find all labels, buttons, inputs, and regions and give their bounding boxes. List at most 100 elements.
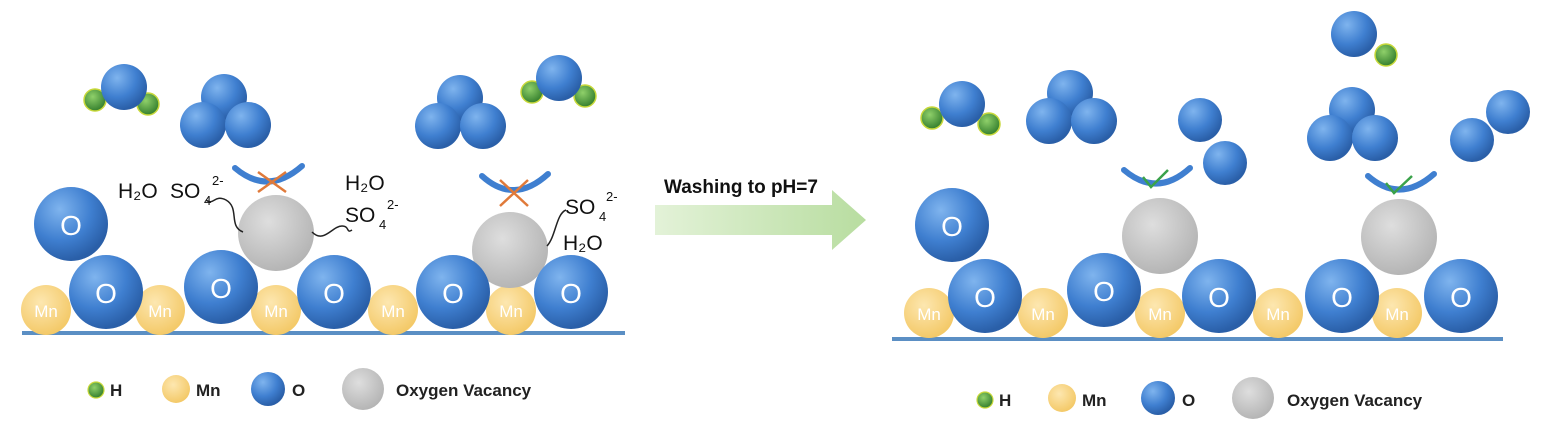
o-atom: O <box>69 255 143 329</box>
svg-text:Mn: Mn <box>264 302 288 321</box>
mn-atom: Mn <box>21 285 71 335</box>
svg-text:Mn: Mn <box>917 305 941 324</box>
legend-item-h: H <box>976 391 1011 410</box>
svg-text:O: O <box>60 210 82 241</box>
legend-item-h: H <box>87 381 122 400</box>
svg-text:O: O <box>1450 282 1472 313</box>
blocked-approach-icon <box>479 171 551 207</box>
svg-text:O: O <box>323 278 345 309</box>
svg-text:Mn: Mn <box>1031 305 1055 324</box>
oxygen-molecule <box>1450 90 1530 162</box>
svg-text:Mn: Mn <box>196 381 221 400</box>
oxygen-vacancy <box>472 212 548 288</box>
o-atom: O <box>416 255 490 329</box>
o-atom: O <box>1182 259 1256 333</box>
adsorbate-label-h2o: H₂O <box>563 232 603 255</box>
legend-item-vacancy: Oxygen Vacancy <box>1232 377 1423 419</box>
mn-atom: Mn <box>904 288 954 338</box>
mn-atom: Mn <box>1018 288 1068 338</box>
svg-text:H: H <box>999 391 1011 410</box>
right-panel: Mn Mn Mn Mn Mn O O O O O O <box>892 11 1530 419</box>
svg-text:O: O <box>210 273 232 304</box>
svg-text:O: O <box>974 282 996 313</box>
oxygen-cluster-molecule <box>1026 70 1117 144</box>
svg-text:O: O <box>95 278 117 309</box>
left-panel: Mn Mn Mn Mn Mn O O O O O O <box>21 55 625 410</box>
svg-text:Oxygen Vacancy: Oxygen Vacancy <box>1287 391 1423 410</box>
svg-text:O: O <box>1182 391 1195 410</box>
legend-item-mn: Mn <box>162 375 221 403</box>
svg-text:2-: 2- <box>387 197 399 212</box>
adsorbate-tether <box>205 197 244 233</box>
mn-atom: Mn <box>1253 288 1303 338</box>
adsorbate-label-so4: SO 4 2- <box>170 173 224 208</box>
allowed-approach-icon <box>1121 165 1193 189</box>
oxygen-vacancy <box>1122 198 1198 274</box>
oxygen-cluster-molecule <box>415 75 506 149</box>
mn-atom: Mn <box>1372 288 1422 338</box>
oxygen-cluster-molecule <box>1307 87 1398 161</box>
adsorbate-label-so4: SO 4 2- <box>345 197 399 232</box>
mn-atom: Mn <box>251 285 301 335</box>
legend-item-vacancy: Oxygen Vacancy <box>342 368 532 410</box>
o-atom: O <box>297 255 371 329</box>
adsorbate-tether <box>311 225 353 237</box>
oxygen-cluster-molecule <box>180 74 271 148</box>
svg-text:Mn: Mn <box>1385 305 1409 324</box>
svg-text:O: O <box>1093 276 1115 307</box>
svg-text:Mn: Mn <box>148 302 172 321</box>
mn-atom: Mn <box>486 285 536 335</box>
process-arrow-label: Washing to pH=7 <box>664 177 818 198</box>
o-atom: O <box>534 255 608 329</box>
legend-item-mn: Mn <box>1048 384 1107 412</box>
svg-text:Mn: Mn <box>1266 305 1290 324</box>
legend-item-o: O <box>251 372 305 406</box>
mn-atom: Mn <box>135 285 185 335</box>
svg-text:Mn: Mn <box>381 302 405 321</box>
svg-text:Mn: Mn <box>34 302 58 321</box>
svg-text:Mn: Mn <box>1082 391 1107 410</box>
o-atom: O <box>1305 259 1379 333</box>
o-atom: O <box>915 188 989 262</box>
allowed-approach-icon <box>1365 171 1437 195</box>
adsorbate-label-so4: SO 4 2- <box>565 189 618 224</box>
o-atom: O <box>1067 253 1141 327</box>
o-atom: O <box>34 187 108 261</box>
svg-text:O: O <box>292 381 305 400</box>
svg-text:2-: 2- <box>606 189 618 204</box>
blocked-approach-icon <box>232 163 305 194</box>
svg-text:O: O <box>1331 282 1353 313</box>
svg-text:2-: 2- <box>212 173 224 188</box>
o-atom: O <box>184 250 258 324</box>
o-atom: O <box>1424 259 1498 333</box>
legend-right: H Mn O Oxygen Vacancy <box>976 377 1423 419</box>
legend-item-o: O <box>1141 381 1195 415</box>
mn-atom: Mn <box>368 285 418 335</box>
svg-text:Mn: Mn <box>499 302 523 321</box>
mn-atom: Mn <box>1135 288 1185 338</box>
svg-text:4: 4 <box>379 217 386 232</box>
adsorbate-label-h2o: H₂O <box>118 180 158 203</box>
svg-text:SO: SO <box>170 180 200 203</box>
water-molecule <box>520 55 597 108</box>
svg-text:O: O <box>941 211 963 242</box>
svg-text:SO: SO <box>565 196 595 219</box>
process-arrow: Washing to pH=7 <box>655 177 866 250</box>
water-molecule <box>83 64 160 116</box>
svg-text:4: 4 <box>599 209 606 224</box>
svg-text:Oxygen Vacancy: Oxygen Vacancy <box>396 381 532 400</box>
svg-text:O: O <box>442 278 464 309</box>
o-atom: O <box>948 259 1022 333</box>
adsorbate-label-h2o: H₂O <box>345 172 385 195</box>
legend-left: H Mn O Oxygen Vacancy <box>87 368 532 410</box>
oxygen-vacancy <box>238 195 314 271</box>
water-molecule <box>1331 11 1398 67</box>
water-molecule <box>920 81 1001 136</box>
svg-text:O: O <box>1208 282 1230 313</box>
svg-text:O: O <box>560 278 582 309</box>
oxygen-vacancy <box>1361 199 1437 275</box>
adsorbate-tether <box>546 209 567 247</box>
svg-text:SO: SO <box>345 204 375 227</box>
